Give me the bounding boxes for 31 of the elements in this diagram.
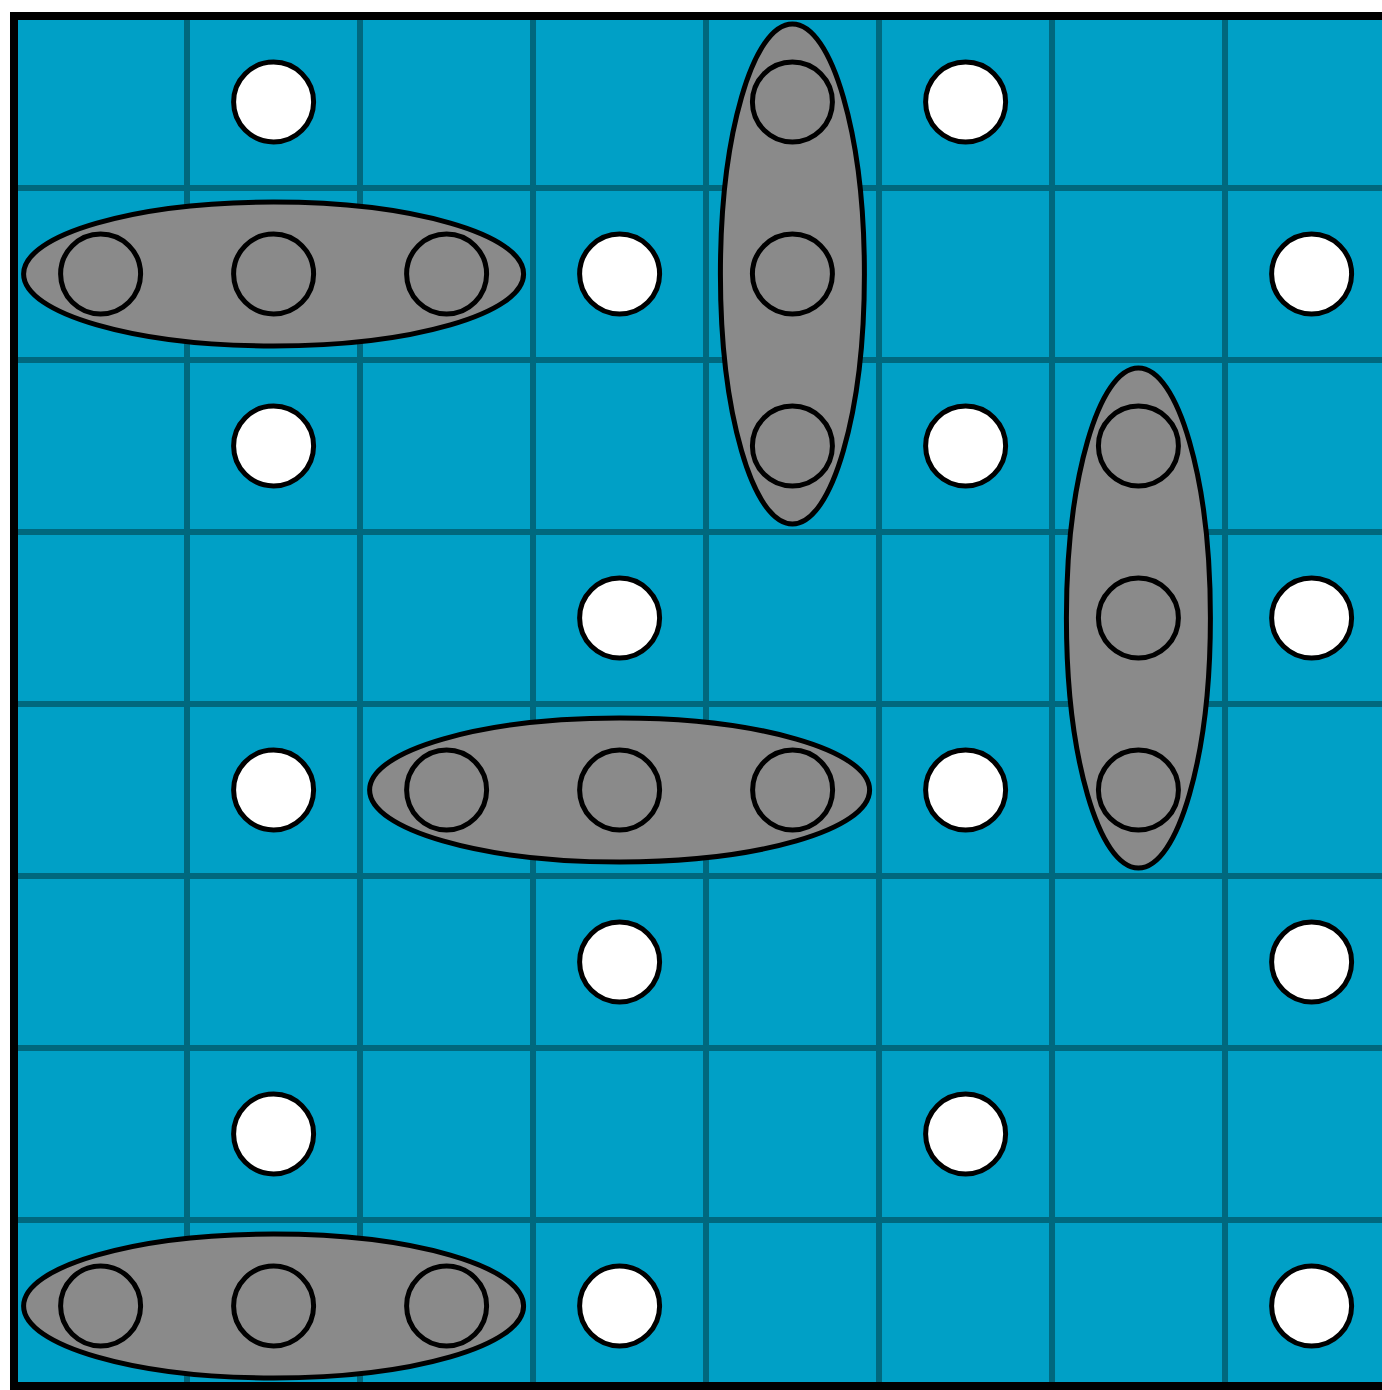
stone xyxy=(1095,403,1181,489)
stone xyxy=(1095,747,1181,833)
stone xyxy=(749,231,835,317)
stone xyxy=(923,747,1009,833)
stone xyxy=(923,59,1009,145)
stone xyxy=(749,59,835,145)
stone xyxy=(404,231,490,317)
stone xyxy=(577,919,663,1005)
stone xyxy=(1269,575,1355,661)
stone xyxy=(1269,1263,1355,1349)
stone xyxy=(923,403,1009,489)
stone xyxy=(231,1091,317,1177)
stone xyxy=(1269,919,1355,1005)
stone xyxy=(231,1263,317,1349)
stone xyxy=(923,1091,1009,1177)
stone xyxy=(1095,575,1181,661)
stone xyxy=(750,747,836,833)
stone xyxy=(404,1263,490,1349)
stone xyxy=(231,231,317,317)
stone xyxy=(231,403,317,489)
stone xyxy=(577,231,663,317)
stone xyxy=(58,1263,144,1349)
stone xyxy=(58,231,144,317)
stone xyxy=(749,403,835,489)
stone xyxy=(404,747,490,833)
stone xyxy=(231,59,317,145)
stone xyxy=(577,1263,663,1349)
stone xyxy=(577,747,663,833)
stone xyxy=(231,747,317,833)
stone xyxy=(577,575,663,661)
stone xyxy=(1269,231,1355,317)
